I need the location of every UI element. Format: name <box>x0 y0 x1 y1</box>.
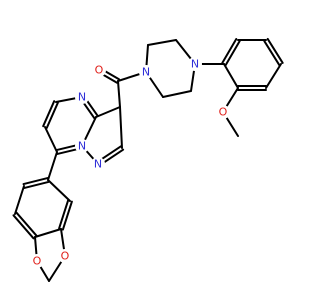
bond-line <box>265 63 282 89</box>
bond-line <box>266 37 284 64</box>
bond-line <box>162 90 192 98</box>
atom-label-background <box>188 57 202 71</box>
atom-label-n: N <box>78 91 86 104</box>
bond-line <box>44 126 58 153</box>
atom-label-background <box>139 65 153 79</box>
bond-line <box>34 228 62 238</box>
bond-line <box>14 185 25 215</box>
bond-line <box>224 40 241 67</box>
bond-line <box>95 106 121 118</box>
bond-line <box>263 40 281 67</box>
bond-line <box>221 37 238 64</box>
atom-label-background <box>75 90 89 104</box>
atom-label-background <box>92 63 106 77</box>
atom-label-n: N <box>78 140 86 153</box>
atom-label-background <box>58 249 72 263</box>
bond-line <box>42 100 56 128</box>
bond-line <box>58 199 70 230</box>
atom-label-o: O <box>95 64 104 77</box>
bond-line <box>23 180 50 189</box>
atom-label-o: O <box>61 250 70 263</box>
atom-label-n: N <box>94 158 102 171</box>
atom-label-background <box>91 157 105 171</box>
atom-label-background <box>30 254 44 268</box>
bond-line <box>147 39 177 46</box>
bond-line <box>117 80 121 108</box>
atom-label-n: N <box>142 66 150 79</box>
atom-label-n: N <box>191 58 199 71</box>
bond-line <box>47 179 71 202</box>
bond-line <box>15 211 38 237</box>
bond-line <box>47 151 58 181</box>
bond-line <box>119 106 123 149</box>
atom-label-background <box>216 105 230 119</box>
bond-line <box>45 101 59 129</box>
atom-label-background <box>75 139 89 153</box>
bond-line <box>12 214 35 240</box>
bond-line <box>61 200 73 231</box>
bond-line <box>22 177 49 186</box>
atom-label-o: O <box>33 255 42 268</box>
bond-line <box>223 63 239 89</box>
atom-label-o: O <box>219 106 228 119</box>
